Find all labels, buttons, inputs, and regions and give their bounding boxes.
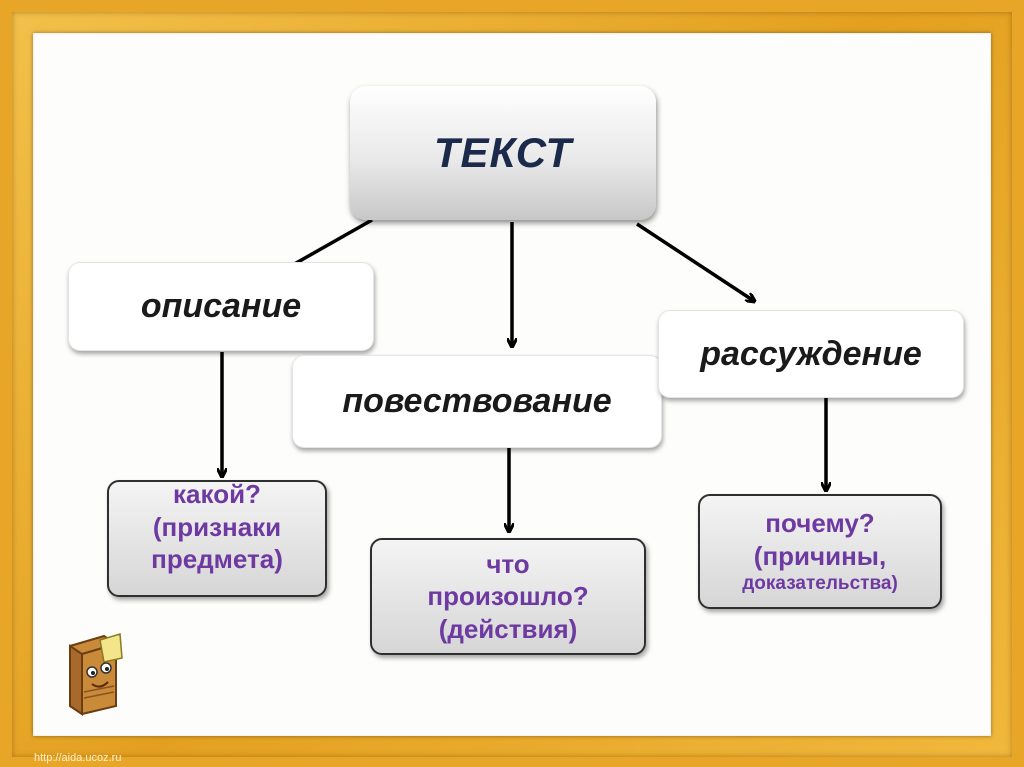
question-reasoning-line-1: почему?	[765, 508, 875, 539]
book-mascot-icon	[69, 633, 123, 716]
node-narration: повествование	[292, 355, 662, 448]
node-reasoning-label: рассуждение	[700, 334, 922, 373]
question-narration-line-3: (действия)	[438, 613, 578, 644]
node-reasoning: рассуждение	[658, 310, 964, 398]
root-label: ТЕКСТ	[433, 129, 573, 176]
question-description-line-1: какой?	[173, 479, 261, 509]
node-description: описание	[68, 262, 374, 351]
question-narration: что произошло? (действия)	[370, 538, 646, 655]
question-narration-line-2: произошло?	[427, 581, 589, 612]
watermark: http://aida.ucoz.ru	[34, 752, 122, 764]
node-description-label: описание	[140, 287, 302, 325]
question-description: какой? (признаки предмета)	[107, 479, 327, 597]
question-description-line-3: предмета)	[151, 544, 283, 574]
node-narration-label: повествование	[342, 382, 612, 420]
question-reasoning-line-3: доказательства)	[742, 573, 898, 595]
arrow-root-to-reasoning	[636, 222, 754, 301]
question-description-line-2: (признаки	[152, 511, 282, 542]
question-reasoning: почему? (причины, доказательства)	[698, 494, 942, 609]
question-reasoning-line-2: (причины,	[753, 540, 887, 571]
question-narration-line-1: что	[486, 548, 530, 579]
root-node: ТЕКСТ	[350, 86, 656, 220]
